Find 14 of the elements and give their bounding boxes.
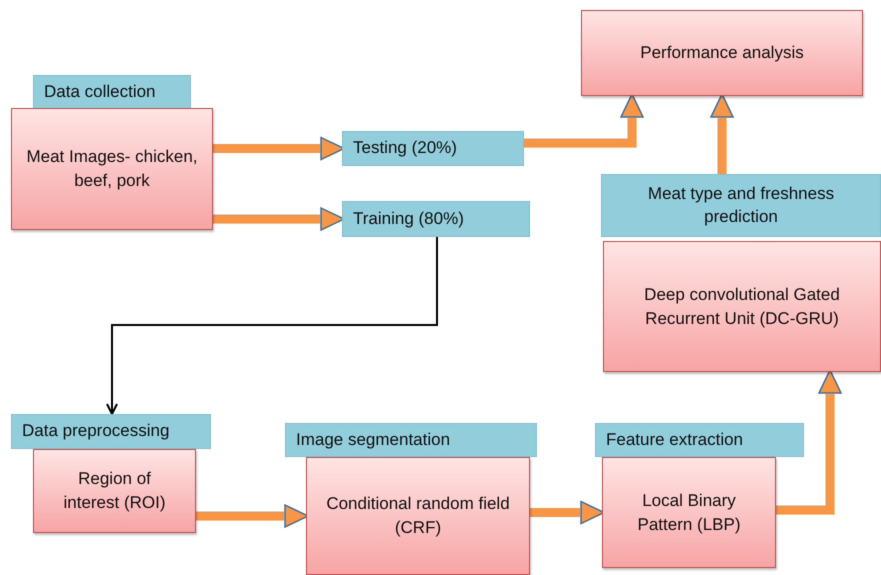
process-box: Conditional random field (CRF) (306, 457, 530, 575)
stage-tab: Data collection (33, 75, 191, 109)
process-box: Performance analysis (581, 10, 863, 96)
process-box: Meat Images- chicken, beef, pork (11, 108, 213, 230)
stage-tab: Image segmentation (285, 423, 537, 457)
process-box: Region of interest (ROI) (33, 449, 196, 533)
process-box: Deep convolutional Gated Recurrent Unit (DC-GRU) (603, 241, 881, 372)
process-box: Local Binary Pattern (LBP) (602, 457, 776, 568)
stage-tab: Data preprocessing (11, 414, 211, 449)
split-box: Testing (20%) (342, 131, 524, 166)
stage-tab: Meat type and freshness prediction (601, 174, 881, 237)
connector-arrow (106, 237, 438, 415)
split-box: Training (80%) (342, 201, 530, 237)
stage-tab: Feature extraction (595, 423, 804, 457)
